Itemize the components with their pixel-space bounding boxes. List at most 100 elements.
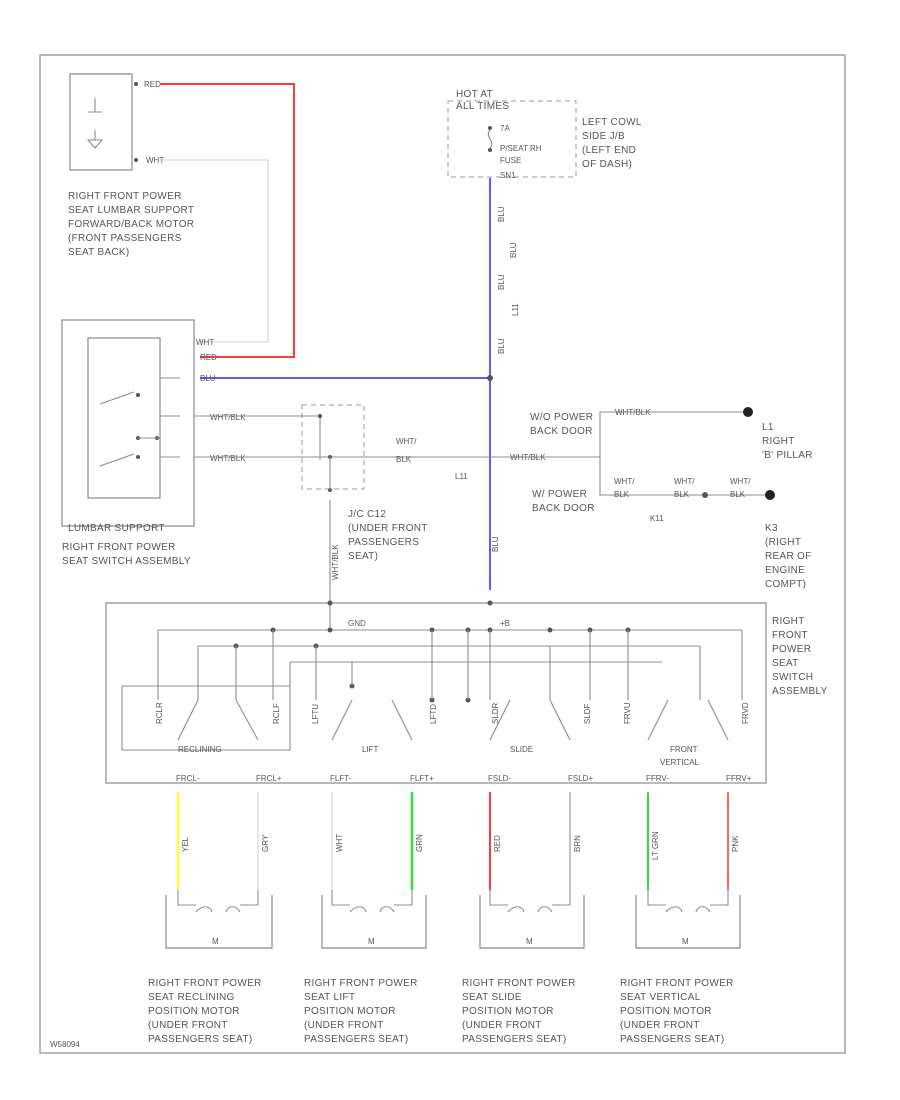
lumbar-switch-contact-2 bbox=[99, 453, 135, 467]
section-reclining: RECLINING bbox=[178, 745, 222, 754]
motor-vertical: M bbox=[635, 890, 741, 949]
wire-color-1: YEL bbox=[181, 836, 190, 852]
switch-blade-lft-2 bbox=[391, 699, 413, 741]
motor-slide: M bbox=[479, 890, 585, 949]
fuse-label: 7A P/SEAT RH FUSE SN1 bbox=[500, 124, 544, 180]
switch-blade-sld-1 bbox=[489, 699, 511, 741]
motor-lift: M bbox=[321, 890, 427, 949]
junction-wire-v: WHT/BLK bbox=[331, 544, 340, 580]
contact-label-7: FRVU bbox=[623, 702, 632, 724]
fuse-box: HOT AT ALL TIMES 7A P/SEAT RH FUSE SN1 L… bbox=[447, 89, 644, 180]
junction-wire-h: WHT/ BLK bbox=[396, 437, 419, 464]
motor-output-wires: YEL GRY WHT GRN RED BRN LT GRN PNK bbox=[176, 792, 740, 890]
switch-blade-rcl-1 bbox=[177, 699, 199, 741]
ground-l1-icon bbox=[743, 407, 753, 417]
wire-color-6: BRN bbox=[573, 835, 582, 852]
contact-label-4: LFTD bbox=[429, 704, 438, 724]
red-wire bbox=[160, 83, 295, 358]
switch-blade-frv-2 bbox=[707, 699, 729, 741]
out-pin-2: FRCL+ bbox=[256, 774, 282, 783]
lumbar-wire-bottom: WHT bbox=[146, 156, 164, 165]
switch-blade-rcl-2 bbox=[235, 699, 259, 741]
ground-wire-mid2: WHT/ BLK bbox=[674, 477, 697, 499]
contact-label-5: SLDR bbox=[491, 702, 500, 724]
lumbar-switch-contact-1 bbox=[99, 391, 135, 405]
ground-connector-id: K11 bbox=[650, 514, 664, 523]
out-pin-8: FFRV+ bbox=[726, 774, 752, 783]
blue-label-1: BLU bbox=[497, 206, 506, 222]
ground-wire-mid3: WHT/ BLK bbox=[730, 477, 753, 499]
footer-code: W58094 bbox=[50, 1040, 80, 1049]
w-power-back-door: W/ POWER BACK DOOR bbox=[532, 489, 595, 514]
wire-color-4: GRN bbox=[415, 834, 424, 852]
wo-power-back-door: W/O POWER BACK DOOR bbox=[530, 412, 596, 437]
out-pin-3: FLFT- bbox=[330, 774, 352, 783]
lumbar-switch-pin-2: RED bbox=[200, 353, 217, 362]
main-switch-assembly: GND +B RCLR RCLF LFTU LFTD bbox=[105, 600, 828, 784]
motor-coil-icon bbox=[507, 906, 553, 913]
lumbar-switch-pin-3: BLU bbox=[200, 374, 216, 383]
wire-color-5: RED bbox=[493, 835, 502, 852]
lumbar-support-title: LUMBAR SUPPORT bbox=[68, 523, 165, 534]
lumbar-switch-pin-1: WHT bbox=[196, 338, 214, 347]
ground-k3-location: (RIGHT REAR OF ENGINE COMPT) bbox=[765, 537, 815, 590]
contact-label-6: SLDF bbox=[583, 703, 592, 724]
blue-label-lower: BLU bbox=[491, 536, 500, 552]
plus-b-label: +B bbox=[500, 619, 510, 628]
ground-wire-wo: WHT/BLK bbox=[615, 408, 651, 417]
motor-reclining: M bbox=[165, 890, 273, 949]
out-pin-1: FRCL- bbox=[176, 774, 200, 783]
lumbar-switch-pin-5: WHT/BLK bbox=[210, 454, 246, 463]
lumbar-motor-label: RIGHT FRONT POWER SEAT LUMBAR SUPPORT FO… bbox=[68, 191, 197, 258]
motor-label-slide: RIGHT FRONT POWER SEAT SLIDE POSITION MO… bbox=[462, 978, 579, 1045]
ground-branch: WHT/BLK WHT/BLK W/O POWER BACK DOOR W/ P… bbox=[440, 407, 815, 590]
blue-connector-label: L11 bbox=[511, 303, 520, 316]
motor-coil-icon bbox=[349, 906, 395, 913]
wire-color-8: PNK bbox=[731, 835, 740, 852]
junction-label: J/C C12 (UNDER FRONT PASSENGERS SEAT) bbox=[348, 509, 431, 562]
switch-blade-lft-1 bbox=[331, 699, 353, 741]
motor-coil-icon bbox=[195, 906, 241, 913]
svg-text:M: M bbox=[368, 937, 375, 946]
wire-color-7: LT GRN bbox=[651, 831, 660, 860]
lumbar-motor: RED WHT RIGHT FRONT POWER SEAT LUMBAR SU… bbox=[68, 73, 197, 258]
fuse-icon bbox=[487, 129, 493, 149]
outer-frame bbox=[39, 54, 846, 1054]
ground-l1-location: RIGHT 'B' PILLAR bbox=[762, 436, 813, 461]
ground-wire-top: WHT/BLK bbox=[510, 453, 546, 462]
contact-label-2: RCLF bbox=[272, 703, 281, 724]
blue-label-4: BLU bbox=[497, 338, 506, 354]
white-wire-lumbar bbox=[160, 159, 269, 343]
fuse-location: LEFT COWL SIDE J/B (LEFT END OF DASH) bbox=[582, 117, 644, 170]
wire-color-3: WHT bbox=[335, 834, 344, 852]
out-pin-5: FSLD- bbox=[488, 774, 511, 783]
svg-text:M: M bbox=[682, 937, 689, 946]
hot-at-all-times: HOT AT ALL TIMES bbox=[456, 89, 509, 112]
contact-label-8: FRVD bbox=[741, 702, 750, 724]
ground-wire-mid1: WHT/ BLK bbox=[614, 477, 637, 499]
contact-label-3: LFTU bbox=[311, 704, 320, 724]
junction-connector: WHT/ BLK L11 J/C C12 (UNDER FRONT PASSEN… bbox=[301, 404, 468, 630]
lumbar-switch-pin-4: WHT/BLK bbox=[210, 413, 246, 422]
junction-connector-id: L11 bbox=[455, 472, 468, 481]
motor-coil-icon bbox=[88, 98, 102, 113]
motor-label-vertical: RIGHT FRONT POWER SEAT VERTICAL POSITION… bbox=[620, 978, 737, 1045]
switch-blade-sld-2 bbox=[549, 699, 571, 741]
out-pin-7: FFRV- bbox=[646, 774, 669, 783]
svg-text:M: M bbox=[526, 937, 533, 946]
switch-blade-frv-1 bbox=[647, 699, 669, 741]
section-vertical: VERTICAL bbox=[660, 758, 700, 767]
ground-k3-id: K3 bbox=[765, 523, 778, 534]
motor-label-reclining: RIGHT FRONT POWER SEAT RECLINING POSITIO… bbox=[148, 978, 265, 1045]
blue-label-2: BLU bbox=[509, 242, 518, 258]
lumbar-wire-top: RED bbox=[144, 80, 161, 89]
motor-coil-icon bbox=[665, 906, 711, 913]
ground-k3-icon bbox=[765, 490, 775, 500]
main-switch-label: RIGHT FRONT POWER SEAT SWITCH ASSEMBLY bbox=[772, 616, 828, 697]
section-slide: SLIDE bbox=[510, 745, 533, 754]
gnd-label: GND bbox=[348, 619, 366, 628]
blue-label-3: BLU bbox=[497, 274, 506, 290]
out-pin-6: FSLD+ bbox=[568, 774, 593, 783]
wire-color-2: GRY bbox=[261, 834, 270, 852]
